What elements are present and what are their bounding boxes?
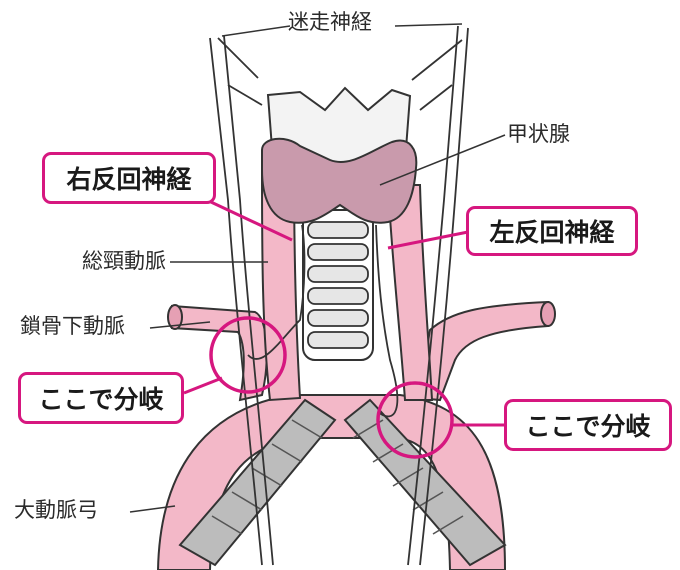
left-subclavian-artery (416, 300, 556, 402)
left-recurrent-laryngeal-nerve (375, 224, 399, 418)
callout-left-recurrent-nerve: 左反回神経 (466, 206, 638, 256)
label-thyroid-gland: 甲状腺 (507, 122, 570, 146)
left-common-carotid-artery (386, 184, 434, 401)
right-vagus-nerve (209, 35, 274, 566)
left-vagus-nerve (407, 25, 469, 566)
label-vagus-nerve: 迷走神経 (288, 10, 372, 34)
label-aortic-arch: 大動脈弓 (14, 498, 98, 522)
label-subclavian-artery: 鎖骨下動脈 (20, 314, 125, 338)
callout-branch-point-left: ここで分岐 (18, 372, 184, 424)
highlight-pointers (183, 193, 510, 427)
right-recurrent-laryngeal-nerve (247, 224, 306, 360)
trachea (302, 209, 374, 361)
label-common-carotid-artery: 総頸動脈 (82, 249, 166, 273)
callout-right-recurrent-nerve: 右反回神経 (42, 152, 216, 204)
branch-highlight-circles (209, 316, 454, 459)
callout-branch-point-right: ここで分岐 (504, 399, 672, 451)
leader-lines (129, 23, 506, 513)
right-common-carotid-artery (260, 164, 302, 402)
thyroid-gland (261, 137, 418, 224)
